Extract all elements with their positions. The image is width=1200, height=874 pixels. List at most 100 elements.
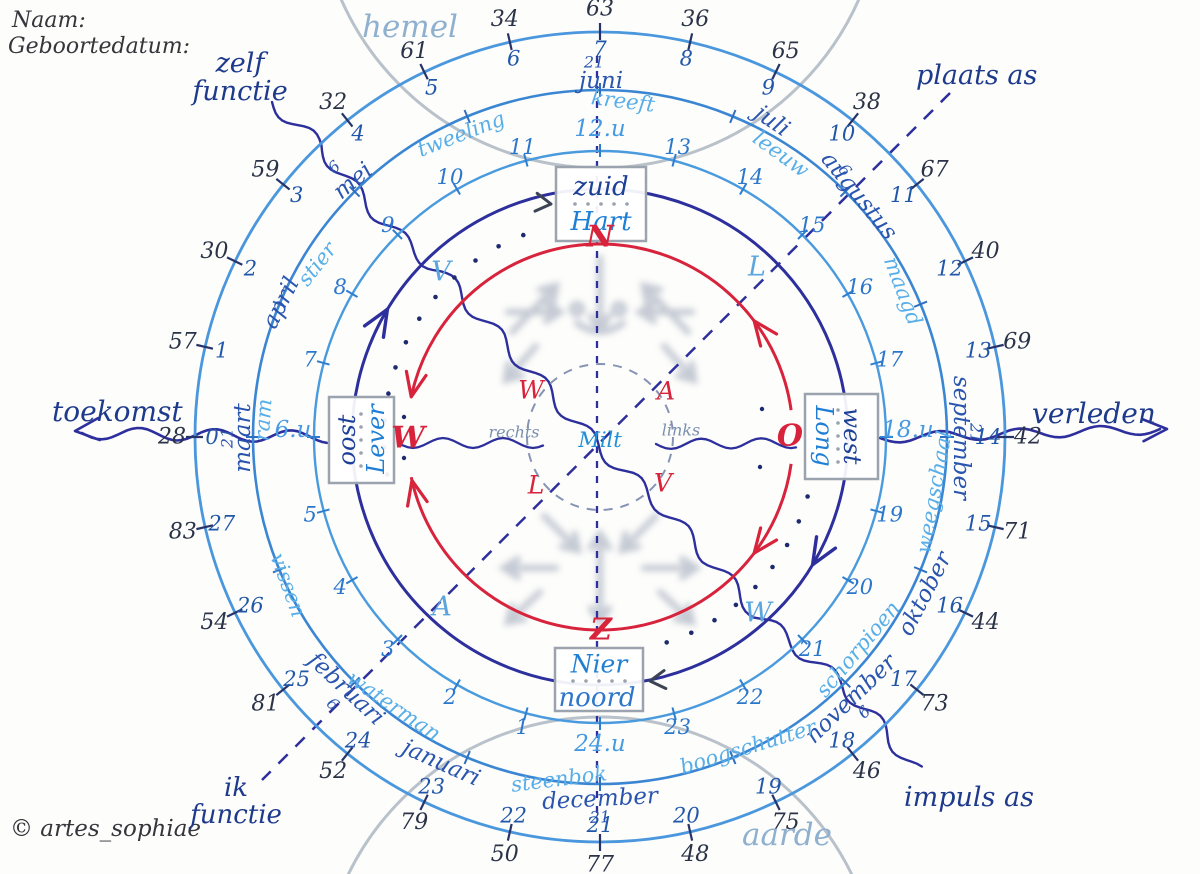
- hour-number: 8: [334, 275, 347, 299]
- month-tick: [463, 750, 471, 765]
- age-inner-number: 9: [762, 75, 775, 99]
- box-dot-divider: [610, 679, 614, 683]
- dotted-arc-upper-left: [452, 275, 457, 280]
- earth-label: aarde: [742, 817, 832, 853]
- age-outer-number: 40: [971, 239, 1000, 264]
- month-day-december: 21: [588, 807, 610, 827]
- ghost-arrow: [660, 342, 698, 384]
- ghost-eye: [568, 300, 586, 318]
- age-outer-number: 59: [251, 158, 279, 183]
- element-outer-V: V: [431, 257, 453, 288]
- ik-function-axis-label: ik functie: [188, 775, 284, 828]
- ghost-smile: [573, 319, 627, 335]
- zodiac-label-ram: ram: [250, 398, 277, 442]
- self-function-line2: functie: [192, 75, 288, 107]
- age-tick: [846, 746, 859, 762]
- month-tick: [272, 300, 287, 308]
- box-dot-divider: [571, 679, 575, 683]
- age-inner-number: 21: [586, 813, 614, 837]
- age-outer-number: 34: [491, 7, 519, 32]
- ghost-arrowhead: [639, 281, 664, 306]
- future-label: toekomst: [52, 395, 183, 428]
- hour-tick: [739, 678, 748, 692]
- hour-tick: [870, 360, 884, 366]
- navy-circle-arrow-nw: [362, 307, 390, 339]
- age-tick: [957, 256, 974, 266]
- box-label-west: west: [838, 408, 866, 465]
- age-inner-number: 24: [344, 728, 372, 752]
- age-inner-number: 10: [829, 122, 856, 146]
- age-tick: [506, 33, 513, 51]
- age-inner-number: 7: [593, 37, 607, 61]
- compass-letter-N: N: [585, 220, 615, 255]
- age-inner-number: 26: [236, 593, 264, 617]
- future-arrowhead: [73, 416, 102, 442]
- box-dot-divider: [584, 679, 588, 683]
- box-dot-divider: [359, 464, 363, 468]
- age-tick: [275, 178, 291, 191]
- dotted-arc-lower-right: [733, 602, 739, 608]
- hour-number: 4: [333, 575, 347, 599]
- age-tick: [419, 794, 429, 811]
- age-inner-number: 5: [425, 75, 438, 99]
- box-dot-divider: [625, 202, 629, 206]
- month-tick: [729, 750, 737, 765]
- month-label-april: april: [257, 273, 305, 333]
- dotted-arc-upper-left: [386, 391, 391, 396]
- dotted-arc-lower-right: [753, 584, 758, 590]
- box-label-nier: Nier: [570, 650, 630, 679]
- hour-number: 3: [381, 637, 394, 661]
- age-inner-number: 22: [499, 803, 527, 827]
- ghost-arrow: [656, 588, 696, 626]
- stray-dot: [401, 414, 407, 420]
- compass-letter-W: W: [391, 421, 428, 456]
- box-dot-divider: [573, 202, 577, 206]
- age-outer-number: 54: [200, 610, 228, 635]
- ghost-arrowhead: [617, 530, 642, 555]
- age-outer-number: 52: [319, 759, 347, 784]
- hour-tick: [392, 229, 403, 240]
- zodiac-label-kreeft: kreeft: [590, 85, 657, 117]
- age-outer-number: 75: [772, 810, 800, 835]
- age-inner-number: 1: [215, 339, 228, 363]
- ghost-eye: [610, 300, 628, 318]
- zodiac-label-boogschutter: boogschutter: [677, 714, 821, 779]
- hour-cardinal-label: 6.u: [275, 417, 312, 443]
- age-tick: [846, 112, 859, 128]
- red-flow-arrowhead: [752, 526, 779, 555]
- age-tick: [771, 63, 781, 80]
- age-inner-number: 25: [282, 667, 310, 691]
- hour-number: 21: [798, 637, 826, 661]
- direction-box-west-long: [803, 392, 880, 481]
- dotted-arc-upper-left: [473, 258, 478, 263]
- dotted-arc-upper-left: [393, 365, 398, 370]
- age-outer-number: 46: [852, 759, 881, 784]
- hour-tick: [392, 634, 403, 645]
- center-label-Milt: Milt: [577, 428, 622, 452]
- month-day-februari: 6: [323, 694, 343, 715]
- age-tick: [226, 608, 243, 618]
- equator-wavy-midleft: [396, 436, 545, 450]
- box-label-hart: Hart: [569, 207, 632, 237]
- dotted-arc-upper-left: [403, 340, 409, 345]
- ghost-arrowhead: [542, 299, 567, 325]
- dotted-arc-arrowhead-bottom: [648, 669, 668, 690]
- age-tick: [687, 823, 694, 841]
- box-label-noord: noord: [558, 683, 635, 713]
- age-inner-number: 23: [417, 775, 445, 799]
- age-tick: [986, 343, 1004, 350]
- age-outer-number: 44: [971, 610, 1000, 635]
- age-inner-number: 2: [243, 257, 257, 281]
- age-inner-number: 16: [936, 593, 963, 617]
- ghost-arrowhead: [503, 602, 528, 627]
- ghost-arrowhead: [558, 530, 583, 555]
- month-label-september: september: [948, 376, 974, 502]
- ghost-arrow: [502, 342, 540, 384]
- hour-number: 19: [876, 503, 903, 527]
- ghost-arrow: [618, 512, 660, 554]
- hour-number: 2: [442, 685, 456, 709]
- dotted-arc-lower-right: [805, 494, 810, 499]
- ghost-watermark: [497, 254, 703, 629]
